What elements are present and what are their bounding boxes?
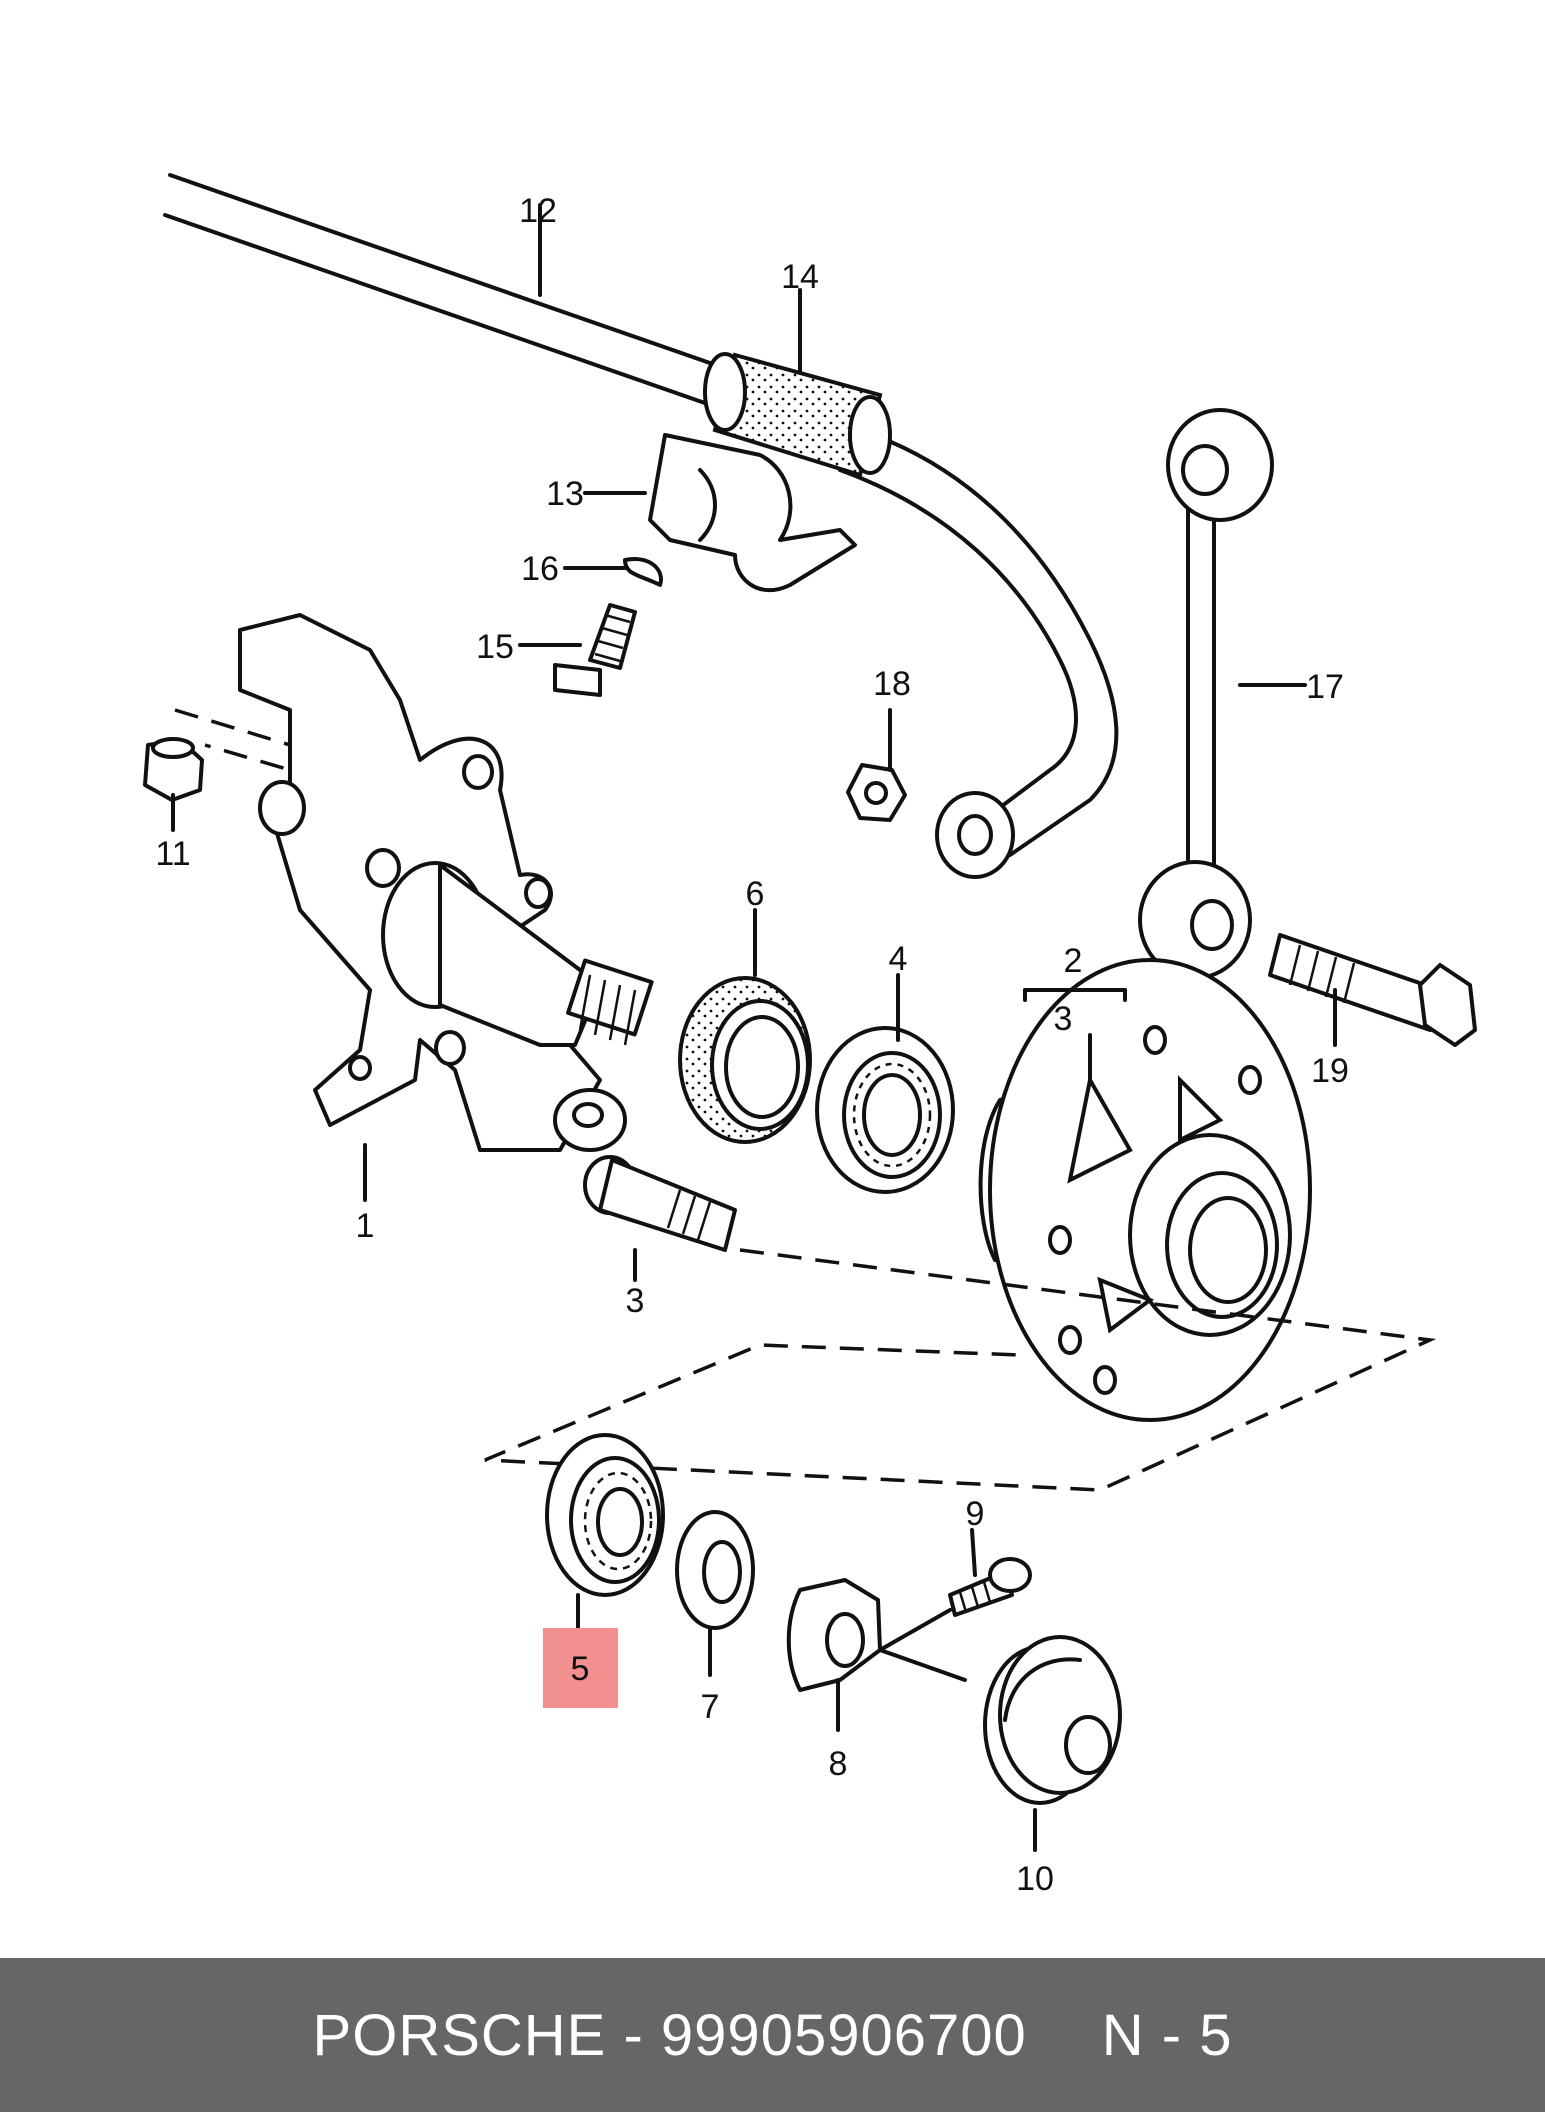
coupling-link-part bbox=[1138, 408, 1274, 980]
clamp-bolt-part bbox=[553, 603, 637, 697]
wheel-stud-part bbox=[583, 1155, 737, 1252]
callout-19: 19 bbox=[1311, 1052, 1349, 1090]
callout-3-stud: 3 bbox=[626, 1282, 645, 1320]
callout-15: 15 bbox=[476, 628, 514, 666]
lock-washer-part bbox=[623, 557, 663, 587]
callout-1: 1 bbox=[356, 1207, 375, 1245]
bushing-part bbox=[703, 352, 892, 478]
part-number: 99905906700 bbox=[660, 2002, 1027, 2068]
callout-4: 4 bbox=[889, 940, 908, 978]
grease-seal-part bbox=[678, 976, 812, 1144]
ref-separator: - bbox=[1161, 2002, 1183, 2068]
callout-2: 2 bbox=[1064, 942, 1083, 980]
leader-lines bbox=[171, 203, 1337, 1852]
highlight-box-part-5 bbox=[543, 1628, 618, 1708]
thrust-washer-part bbox=[675, 1510, 755, 1630]
callout-14: 14 bbox=[781, 258, 819, 296]
ref-number: 5 bbox=[1199, 2002, 1233, 2068]
brand-separator: - bbox=[623, 2002, 644, 2068]
callout-16: 16 bbox=[521, 550, 559, 588]
callout-13: 13 bbox=[546, 475, 584, 513]
wheel-hub-part bbox=[978, 958, 1312, 1422]
callout-6: 6 bbox=[746, 875, 765, 913]
callout-12: 12 bbox=[519, 192, 557, 230]
installation-dashline bbox=[484, 1248, 1437, 1492]
inner-wheel-bearing-part bbox=[545, 1433, 665, 1597]
clamp-nut-part bbox=[786, 1578, 882, 1692]
callout-11: 11 bbox=[155, 835, 190, 873]
stabilizer-bar-part bbox=[163, 173, 1119, 879]
callout-9: 9 bbox=[966, 1495, 985, 1533]
callout-10: 10 bbox=[1016, 1860, 1054, 1898]
exploded-parts-diagram: 12 14 13 16 15 18 17 11 6 4 2 3 19 1 3 9… bbox=[143, 173, 1477, 1898]
grease-cap-part bbox=[983, 1635, 1122, 1805]
part-number-footer: PORSCHE - 99905906700 N - 5 bbox=[0, 1958, 1545, 2112]
clamp-bracket-part bbox=[648, 433, 857, 593]
steering-knuckle-part bbox=[238, 613, 654, 1152]
callout-5: 5 bbox=[571, 1650, 590, 1688]
callout-7: 7 bbox=[701, 1688, 720, 1726]
callout-18: 18 bbox=[873, 665, 911, 703]
outer-wheel-bearing-part bbox=[815, 1026, 955, 1194]
ref-label: N bbox=[1101, 2002, 1145, 2068]
callout-3-hub: 3 bbox=[1054, 1000, 1073, 1038]
brand-label: PORSCHE bbox=[312, 2002, 607, 2068]
link-bolt-part bbox=[1268, 933, 1477, 1047]
clamp-screw-part bbox=[948, 1557, 1032, 1617]
callout-8: 8 bbox=[829, 1745, 848, 1783]
callout-17: 17 bbox=[1306, 668, 1344, 706]
